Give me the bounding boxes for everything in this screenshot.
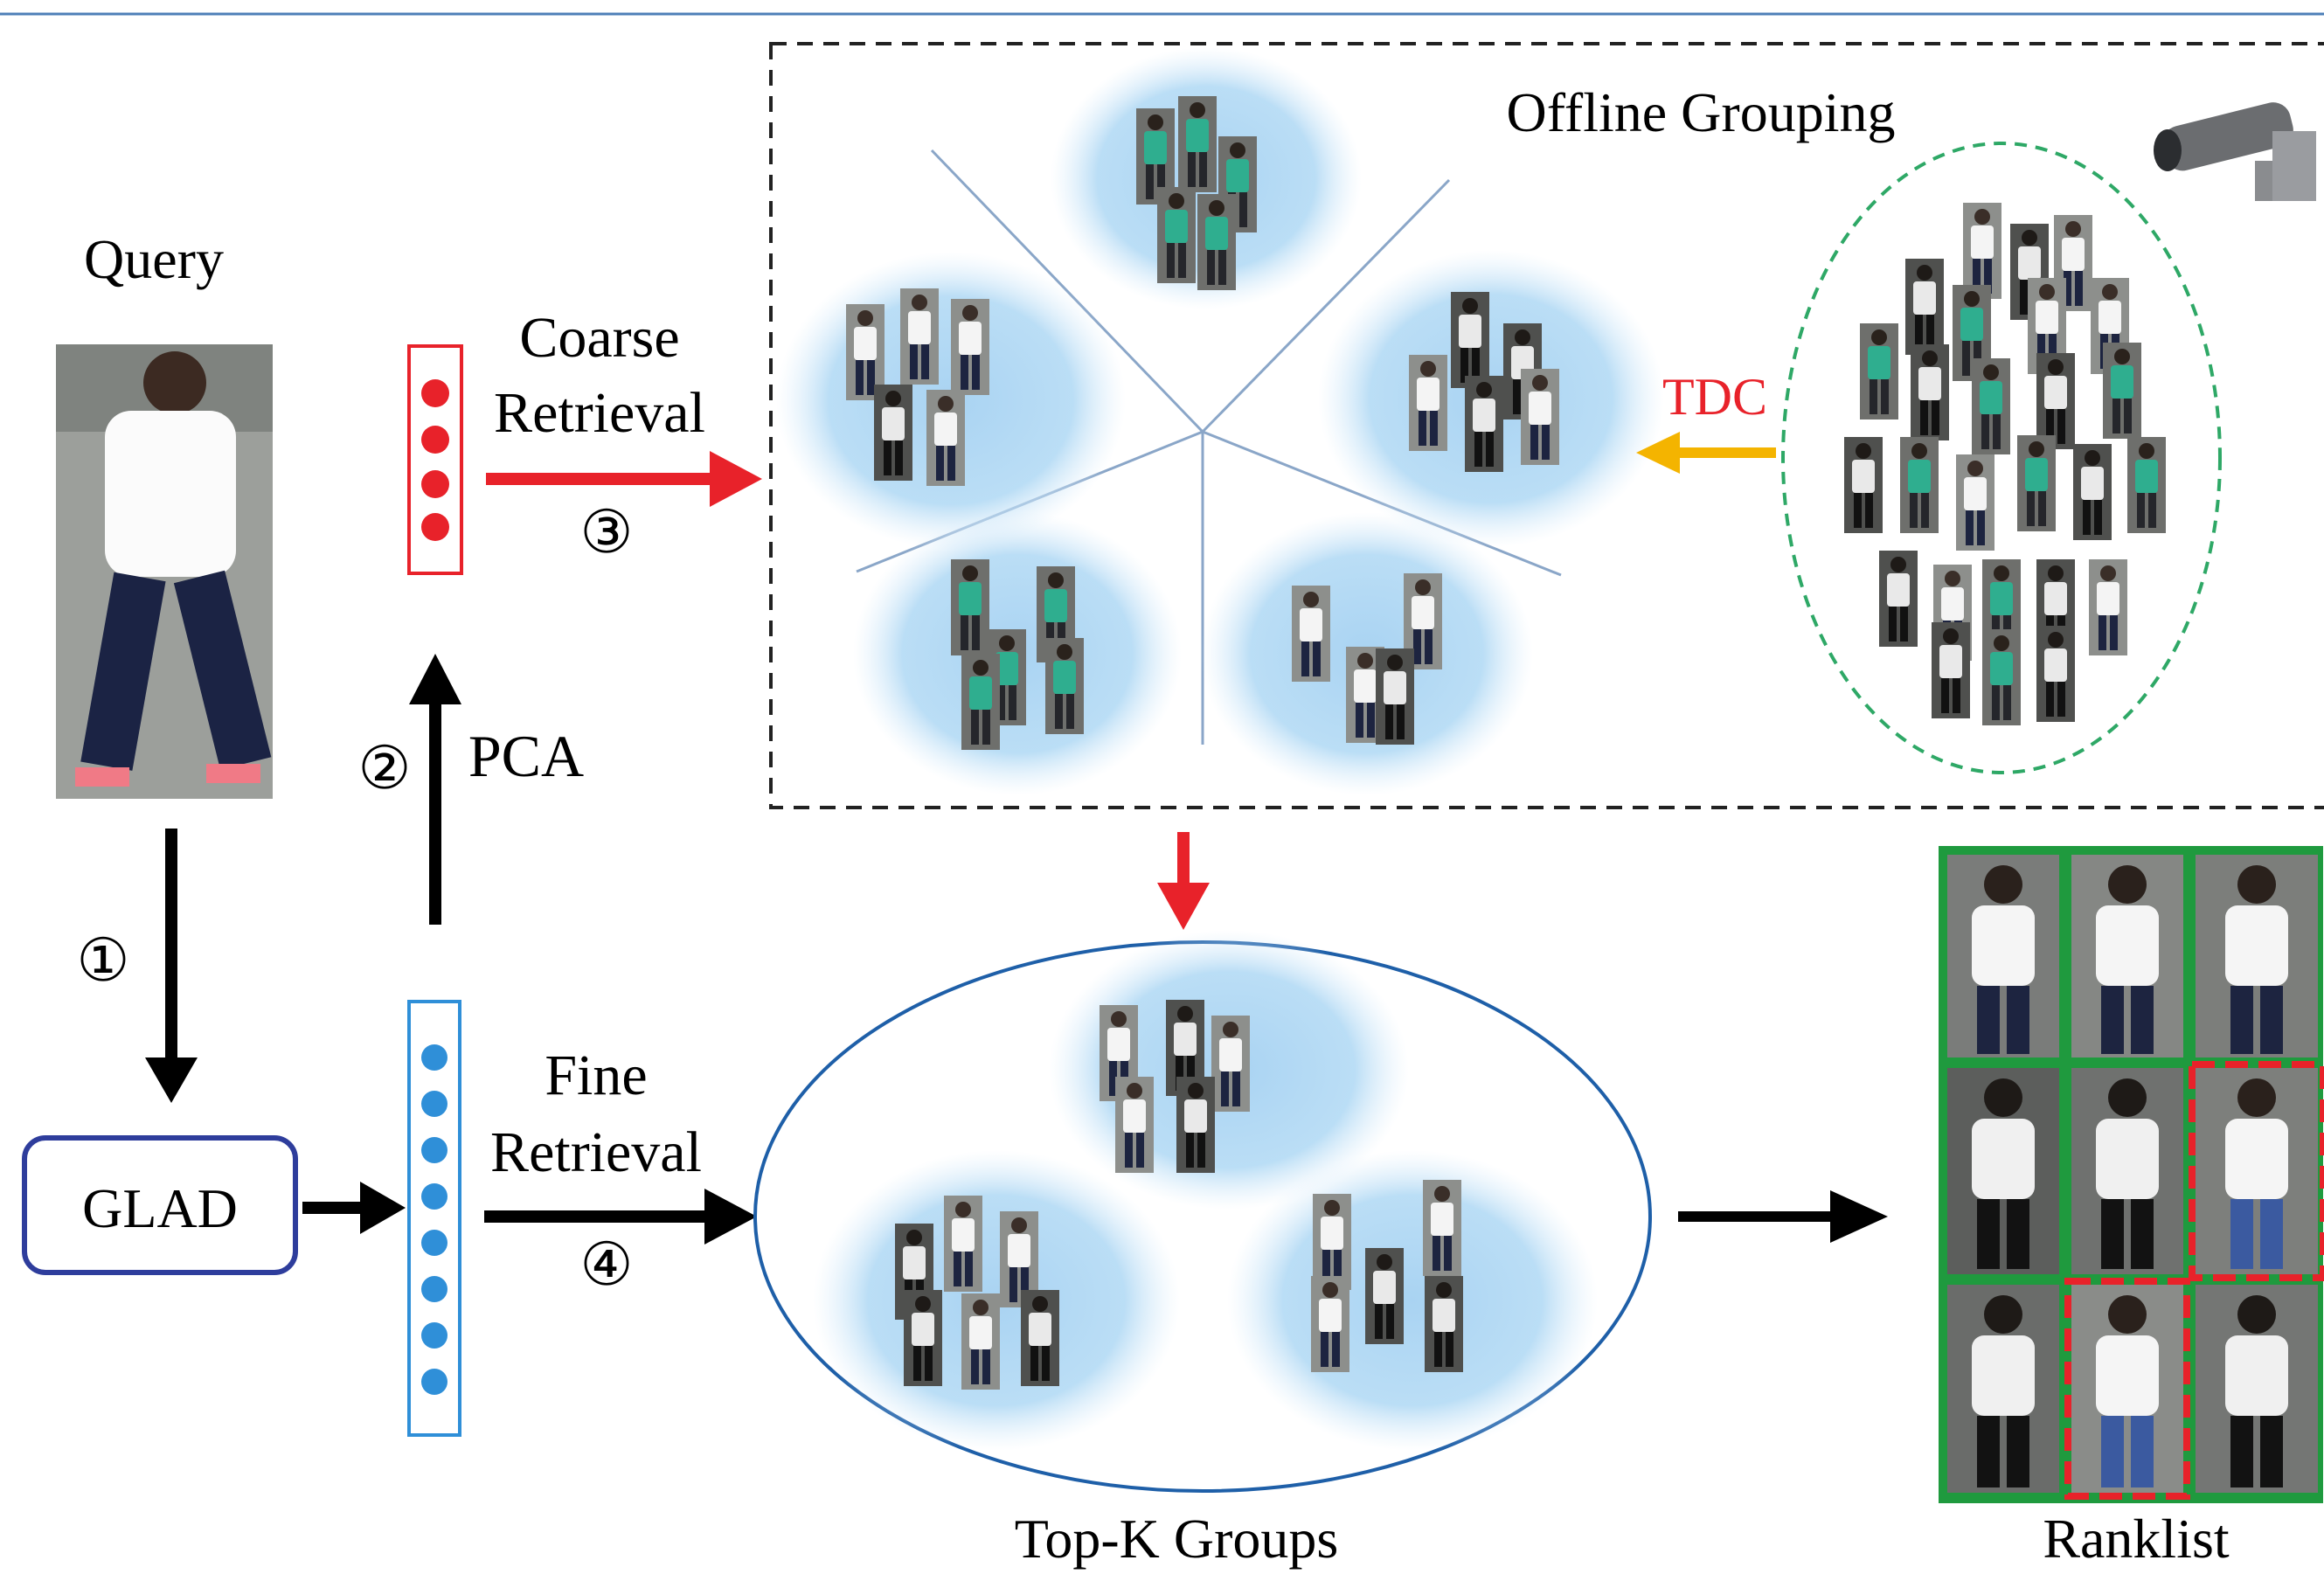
ranklist-grid <box>1939 846 2324 1503</box>
glad-box <box>22 1135 298 1275</box>
step-1-marker: ① <box>77 927 130 994</box>
step-4-marker: ④ <box>580 1231 634 1298</box>
ranklist-label: Ranklist <box>2043 1508 2230 1570</box>
query-image <box>56 344 273 799</box>
step-2-marker: ② <box>358 735 412 801</box>
topk-label: Top-K Groups <box>1015 1508 1339 1570</box>
offline-grouping-label: Offline Grouping <box>1507 81 1896 143</box>
coarse-label-line1: Coarse <box>519 306 679 370</box>
coarse-feature-vector <box>407 344 463 575</box>
cluster-top <box>1051 47 1362 309</box>
cluster-bottom-left <box>853 512 1182 795</box>
coarse-label-line2: Retrieval <box>494 381 705 445</box>
step-3-marker: ③ <box>580 499 634 565</box>
tdc-label: TDC <box>1662 368 1767 426</box>
fine-label-line1: Fine <box>545 1044 647 1107</box>
topk-group-top <box>1049 930 1409 1210</box>
cluster-left <box>776 252 1126 549</box>
glad-label: GLAD <box>82 1177 238 1239</box>
rank-6-mismatch-marker <box>2189 1061 2324 1281</box>
fine-label-line2: Retrieval <box>490 1120 702 1184</box>
cluster-right <box>1318 250 1664 547</box>
pca-label: PCA <box>468 723 584 789</box>
cluster-bottom-right <box>1201 512 1533 795</box>
gallery-pool <box>1781 142 2222 774</box>
offline-grouping-box <box>769 42 2324 809</box>
topk-group-right <box>1227 1150 1598 1451</box>
topk-group-left <box>813 1150 1180 1451</box>
query-label: Query <box>84 228 224 290</box>
surveillance-camera-icon <box>2154 102 2316 201</box>
fine-feature-vector <box>407 1000 461 1437</box>
